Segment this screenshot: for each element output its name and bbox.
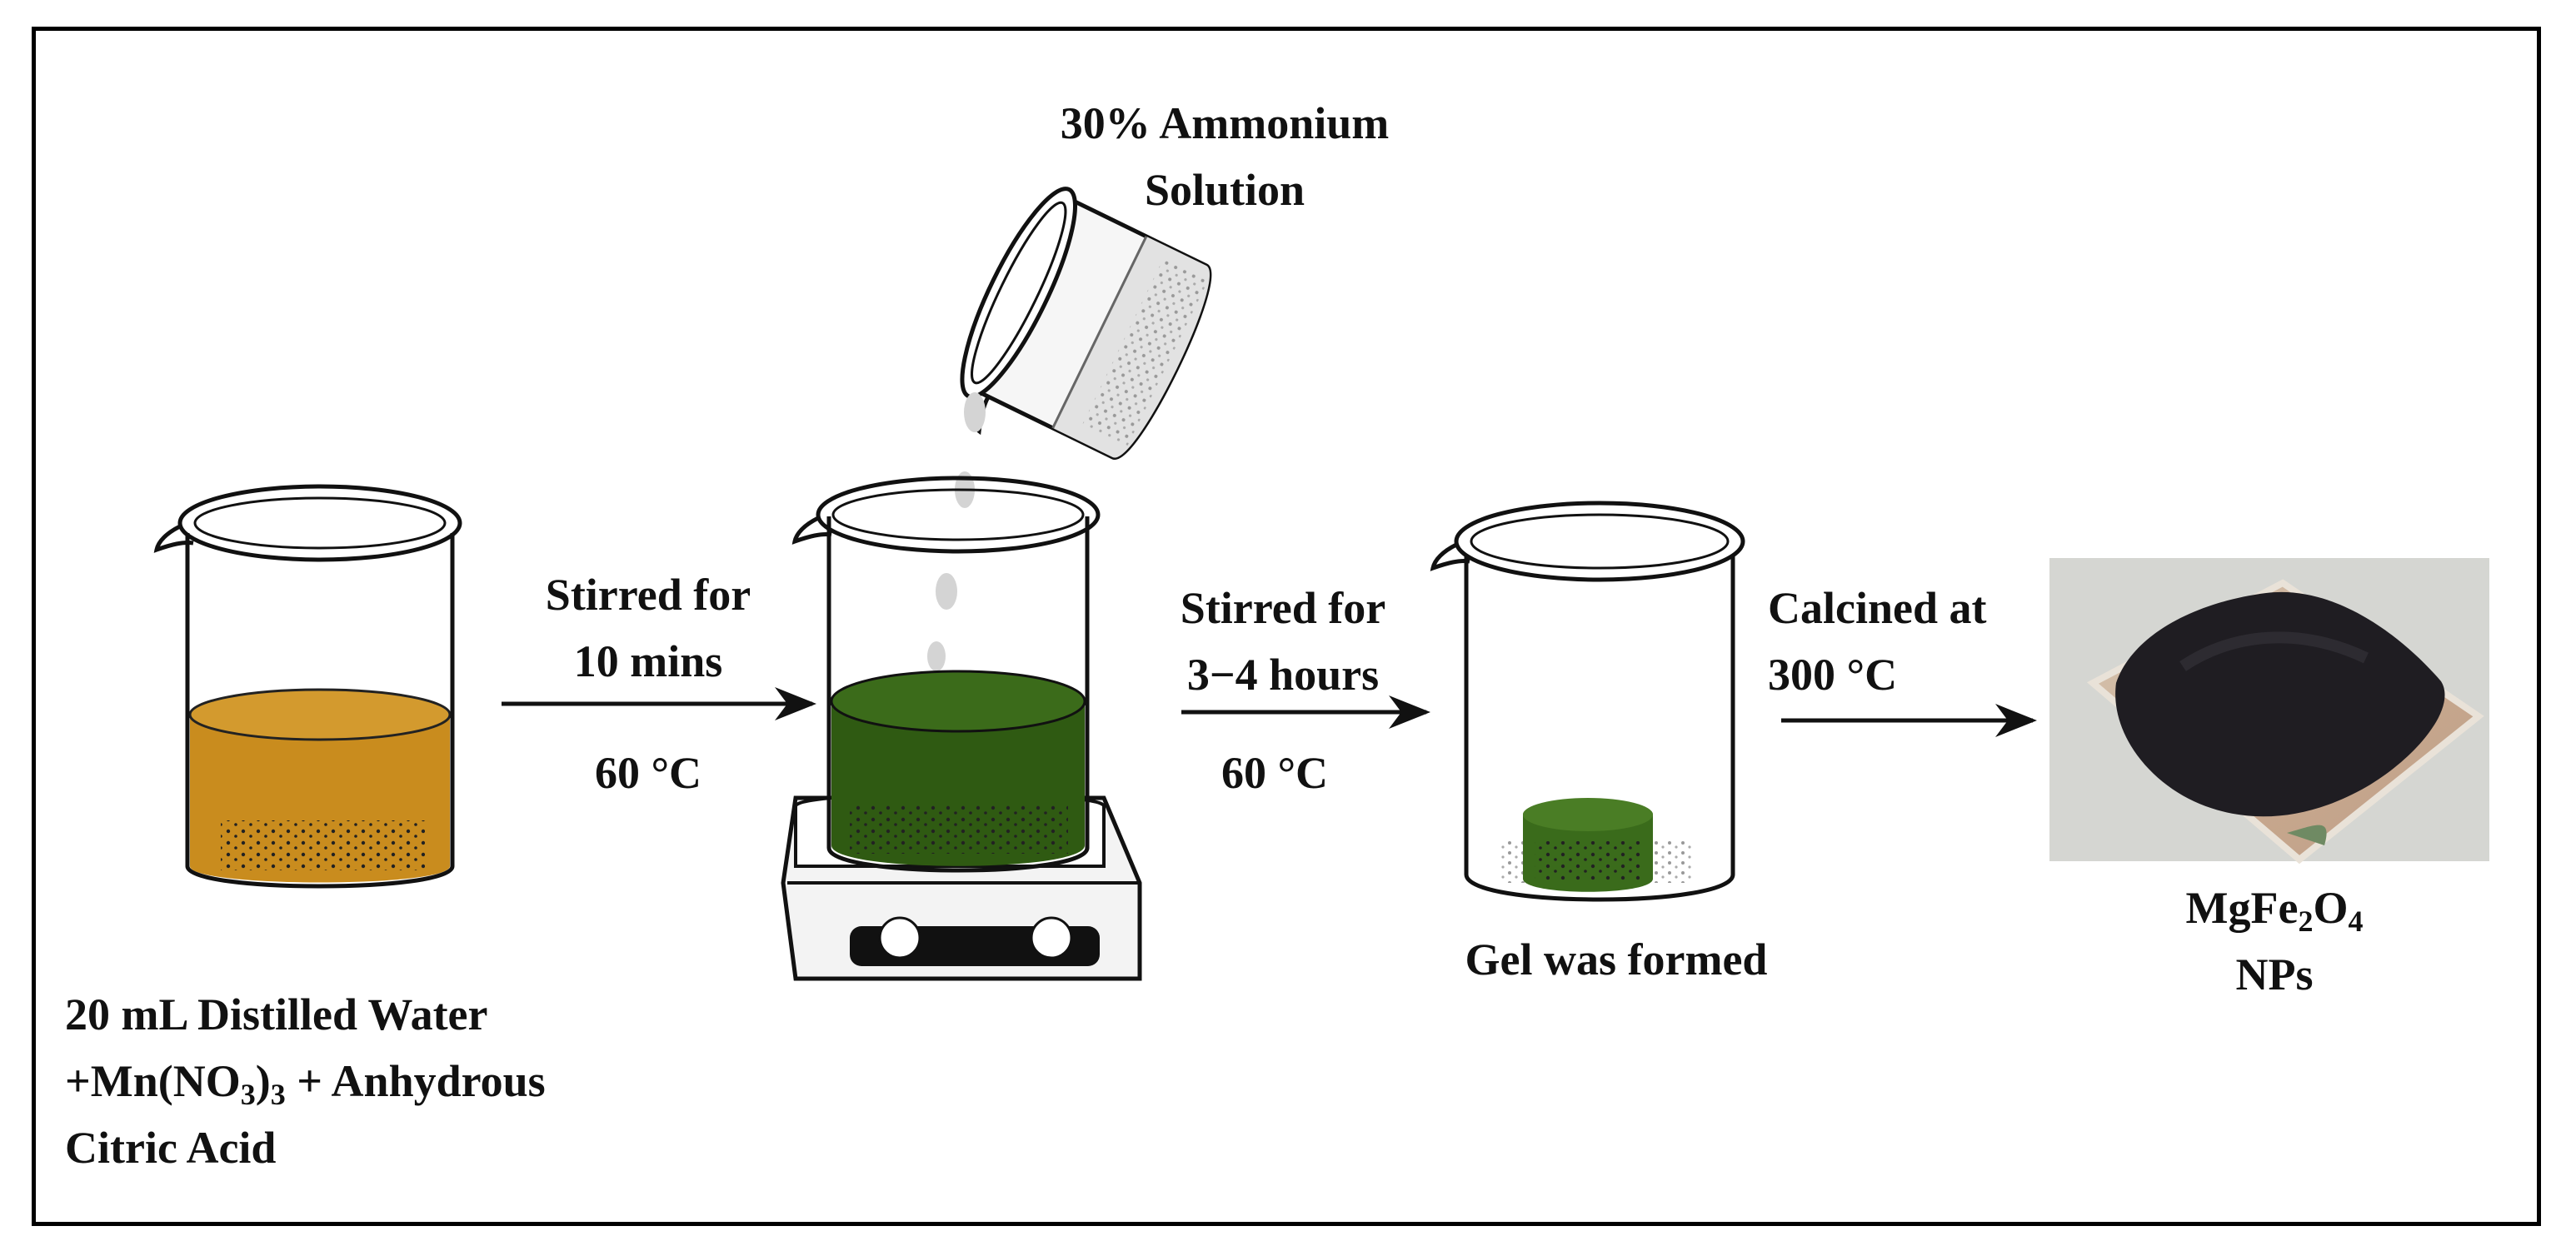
ammonium-label-line-1: 30% Ammonium [1060,98,1390,148]
product-formula: MgFe2O4 [2185,883,2364,938]
diagram-border [32,27,2541,1226]
ammonium-label-line-2: Solution [1144,165,1305,215]
arrow3-label: Calcined at 300 °C [1768,583,1987,700]
step1-label-line-2: +Mn(NO3)3 + Anhydrous [65,1056,546,1111]
arrow2-label-bottom: 60 °C [1221,748,1329,798]
beaker-amber [153,484,462,889]
black-powder [2115,591,2445,817]
ammonium-label: 30% Ammonium Solution [983,90,1466,223]
hot-plate-knob-right [1030,916,1073,959]
arrow1-label-bottom: 60 °C [594,748,702,798]
gel-label: Gel was formed [1465,935,1768,984]
step1-label-line-1: 20 mL Distilled Water [65,989,488,1039]
amber-sediment [221,820,425,870]
beaker-green [791,476,1101,873]
product-label-line-2: NPs [2235,949,2314,999]
hot-plate-knob-left [878,916,921,959]
pouring-beaker [960,187,1212,460]
falling-drops [927,392,986,671]
step1-label: 20 mL Distilled Water +Mn(NO3)3 + Anhydr… [65,981,546,1181]
step1-label-line-3: Citric Acid [65,1123,277,1173]
arrow1-label-top: Stirred for 10 mins [545,570,751,686]
product-label: MgFe2O4 NPs [2133,875,2416,1008]
product-photo [2049,558,2489,865]
beaker-gel [1430,501,1745,902]
arrow2-label-top: Stirred for 3−4 hours [1180,583,1386,700]
